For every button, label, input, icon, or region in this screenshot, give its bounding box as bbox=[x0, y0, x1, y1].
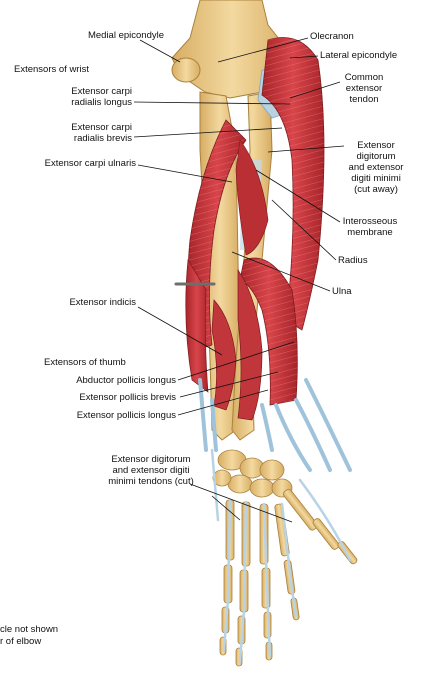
label-ed-cut-line4: digiti minimi bbox=[351, 173, 401, 184]
leader-ecrl bbox=[133, 101, 291, 105]
label-common-tendon-line3: tendon bbox=[349, 94, 379, 105]
label-ecrl-line1: Extensor carpi bbox=[71, 86, 132, 97]
label-epl: Extensor pollicis longus bbox=[76, 410, 176, 421]
label-olecranon: Olecranon bbox=[310, 31, 354, 42]
label-ed-tendons-line3: minimi tendons (cut) bbox=[108, 476, 194, 487]
label-ed-cut-line1: Extensor bbox=[357, 140, 395, 151]
leader-epb bbox=[179, 371, 279, 398]
label-ed-tendons-line1: Extensor digitorum bbox=[111, 454, 191, 465]
forearm-muscles bbox=[185, 37, 325, 421]
leader-apl bbox=[177, 341, 295, 381]
label-ed-cut-line3: and extensor bbox=[348, 162, 404, 173]
finger-tendons bbox=[210, 448, 352, 664]
leader-ed-tendons-2 bbox=[211, 495, 241, 521]
label-apl: Abductor pollicis longus bbox=[76, 375, 176, 386]
forearm-tendons bbox=[198, 378, 352, 472]
leader-ed-cut bbox=[267, 145, 345, 153]
label-ecrl-line2: radialis longus bbox=[71, 97, 132, 108]
leader-common-tendon bbox=[289, 81, 341, 99]
leader-interosseous bbox=[255, 169, 341, 223]
label-ed-tendons-line2: and extensor digiti bbox=[112, 465, 190, 476]
label-radius: Radius bbox=[338, 255, 368, 266]
leader-medial-epicondyle bbox=[139, 39, 181, 63]
medial-epicondyle-bone bbox=[171, 57, 201, 83]
label-ecrb-line1: Extensor carpi bbox=[71, 122, 132, 133]
footnote-line1: cle not shown bbox=[0, 624, 59, 635]
label-interosseous-line2: membrane bbox=[347, 227, 393, 238]
footnote-line2: r of elbow bbox=[0, 636, 42, 647]
leader-olecranon bbox=[217, 37, 309, 63]
label-medial-epicondyle: Medial epicondyle bbox=[87, 30, 164, 41]
label-extensors-of-thumb: Extensors of thumb bbox=[44, 357, 126, 368]
leader-ecu bbox=[137, 164, 233, 183]
label-common-tendon-line2: extensor bbox=[345, 83, 383, 94]
carpal-bones bbox=[212, 449, 293, 498]
label-epb: Extensor pollicis brevis bbox=[79, 392, 176, 403]
leader-radius bbox=[271, 199, 337, 261]
label-ed-cut-line2: digitorum bbox=[356, 151, 396, 162]
leader-ed-tendons bbox=[189, 483, 293, 523]
label-interosseous-line1: Interosseous bbox=[342, 216, 398, 227]
leader-ulna bbox=[231, 251, 331, 292]
label-lateral-epicondyle: Lateral epicondyle bbox=[320, 50, 398, 61]
label-ulna: Ulna bbox=[332, 286, 352, 297]
label-ecrb-line2: radialis brevis bbox=[73, 133, 132, 144]
leader-lines bbox=[133, 37, 345, 523]
leader-extensor-indicis bbox=[137, 306, 223, 356]
label-extensors-of-wrist: Extensors of wrist bbox=[14, 64, 89, 75]
label-ed-cut-line5: (cut away) bbox=[354, 184, 398, 195]
leader-lateral-epicondyle bbox=[289, 55, 319, 59]
leader-epl bbox=[177, 389, 269, 416]
label-common-tendon-line1: Common bbox=[344, 72, 384, 83]
leader-ecrb bbox=[133, 127, 283, 138]
label-ecu: Extensor carpi ulnaris bbox=[44, 158, 136, 169]
label-extensor-indicis: Extensor indicis bbox=[69, 297, 136, 308]
